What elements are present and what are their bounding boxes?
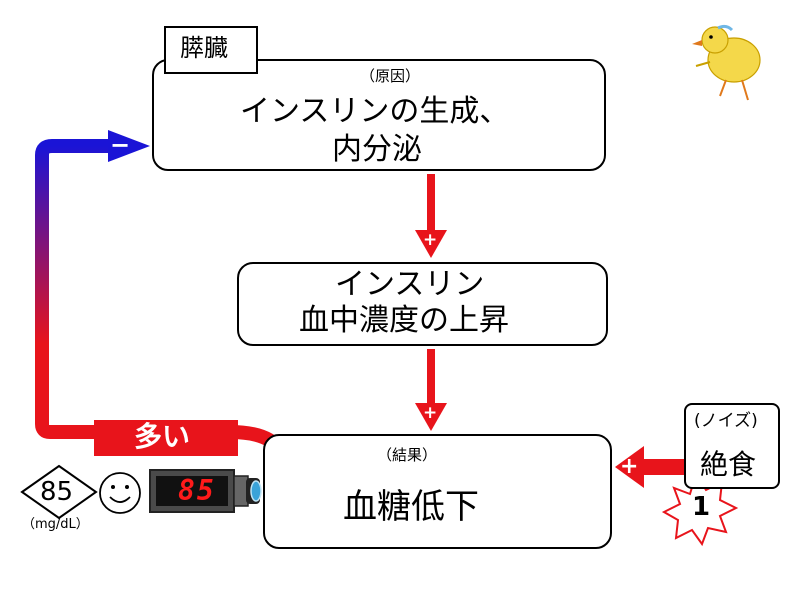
unit-label: （mg/dL）: [22, 517, 89, 532]
meter-lens: [250, 480, 262, 502]
plus-sign-3: +: [620, 454, 639, 479]
insulin-level-line-1: インスリン: [335, 267, 485, 302]
cause-box: （原因） インスリンの生成、 内分泌: [152, 59, 606, 171]
smiley-eye-left: [111, 485, 115, 489]
burst-label: 1: [692, 492, 711, 522]
insulin-level-line-2: 血中濃度の上昇: [299, 303, 509, 338]
diamond-value: 85: [40, 477, 74, 507]
smiley-eye-right: [125, 485, 129, 489]
noise-text: 絶食: [700, 448, 757, 481]
cause-line-1: インスリンの生成、: [240, 94, 510, 129]
smiley-mouth: [109, 496, 131, 503]
noise-caption: (ノイズ): [694, 411, 758, 431]
arrow-level-to-result-shaft: [427, 349, 435, 404]
minus-sign: −: [110, 131, 131, 159]
result-text: 血糖低下: [343, 487, 479, 527]
organ-tab-label: 膵臓: [180, 34, 228, 62]
insulin-level-box: インスリン 血中濃度の上昇: [237, 262, 608, 346]
meter-connector: [233, 475, 249, 507]
plus-sign-2: +: [423, 403, 438, 423]
chick-mascot: [692, 24, 761, 101]
arrow-noise-to-result-shaft: [642, 459, 684, 475]
plus-sign-1: +: [423, 230, 438, 250]
noise-box: (ノイズ) 絶食: [684, 403, 780, 489]
meter-lens-housing: [246, 478, 260, 504]
arrow-cause-to-level-shaft: [427, 174, 435, 232]
cause-line-2: 内分泌: [332, 132, 422, 167]
smiley-icon: [99, 472, 141, 514]
feedback-banner-label: 多い: [134, 420, 191, 453]
meter-display: 85: [178, 474, 216, 507]
result-caption: （結果）: [377, 446, 438, 464]
organ-tab: 膵臓: [164, 26, 258, 74]
cause-caption: （原因）: [360, 67, 421, 85]
result-box: （結果） 血糖低下: [263, 434, 612, 549]
